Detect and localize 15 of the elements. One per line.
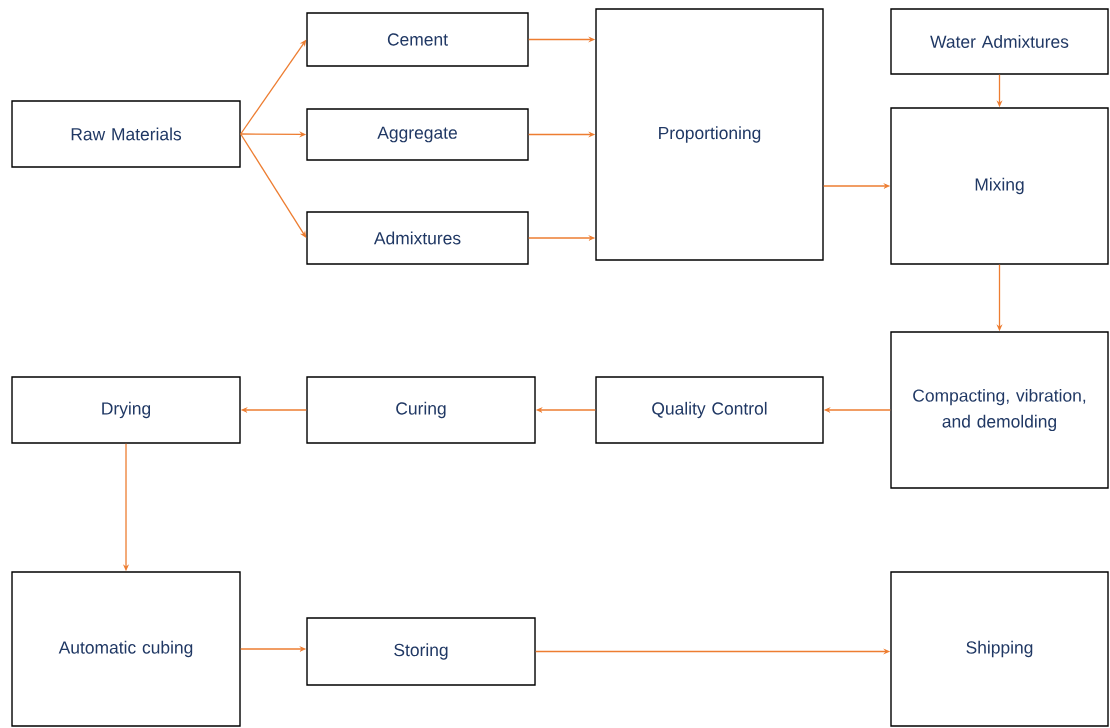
process-box: Drying: [11, 376, 241, 444]
process-box: Curing: [306, 376, 536, 444]
process-box: Cement: [306, 12, 529, 67]
process-box: Mixing: [890, 107, 1109, 265]
process-box: Quality Control: [595, 376, 824, 444]
process-box: Compacting, vibration, and demolding: [890, 331, 1109, 489]
arrow: [240, 133, 307, 238]
process-box: Water Admixtures: [890, 8, 1109, 75]
process-box: Proportioning: [595, 8, 824, 261]
process-box: Raw Materials: [11, 100, 241, 168]
process-box: Admixtures: [306, 211, 529, 265]
process-box: Automatic cubing: [11, 571, 241, 727]
process-box: Storing: [306, 617, 536, 686]
process-box: Aggregate: [306, 108, 529, 161]
process-box: Shipping: [890, 571, 1109, 727]
